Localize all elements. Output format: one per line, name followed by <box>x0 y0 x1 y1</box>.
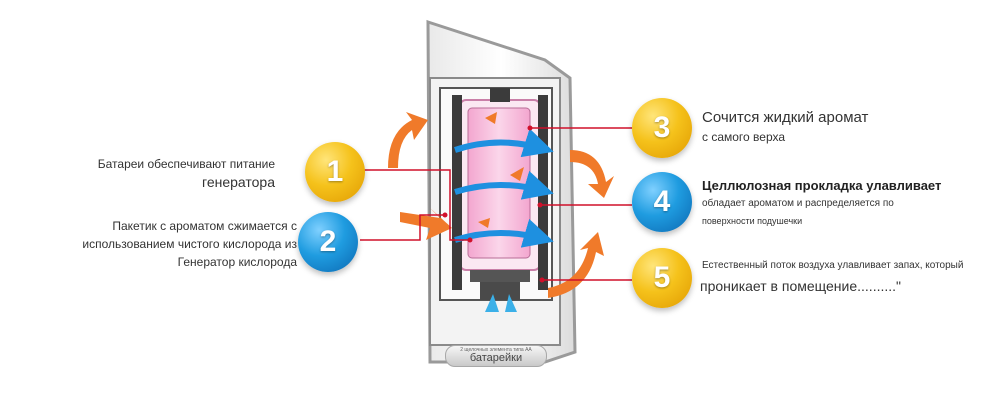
badge-5: 5 <box>632 248 692 308</box>
badge-3: 3 <box>632 98 692 158</box>
battery-pack: 2 щелочных элемента типа АА батарейки <box>445 345 547 367</box>
callout-5-line-1: Естественный поток воздуха улавливает за… <box>702 260 964 271</box>
badge-4: 4 <box>632 172 692 232</box>
callout-4-line-3: поверхности подушечки <box>702 216 803 226</box>
battery-label: батарейки <box>469 352 523 364</box>
air-flow-arrows <box>388 112 614 298</box>
callout-1-line-2: генератора <box>202 174 275 190</box>
badge-1: 1 <box>305 142 365 202</box>
battery-small-text: 2 щелочных элемента типа АА <box>460 347 532 353</box>
callout-5-line-2: проникает в помещение.........." <box>700 278 902 294</box>
callout-2-line-3: Генератор кислорода <box>177 255 297 269</box>
callout-3-line-1: Сочится жидкий аромат <box>702 109 869 126</box>
callout-4-line-1: Целлюлозная прокладка улавливает <box>702 178 942 193</box>
callout-2-line-1: Пакетик с ароматом сжимается с <box>112 219 297 233</box>
callout-2-line-2: использованием чистого кислорода из <box>82 237 297 251</box>
callout-3-line-2: с самого верха <box>702 130 786 144</box>
callout-1-line-1: Батареи обеспечивают питание <box>97 157 275 171</box>
callout-4-line-2: обладает ароматом и распределяется по <box>702 198 894 209</box>
badge-2: 2 <box>298 212 358 272</box>
leader-lines <box>360 127 632 281</box>
